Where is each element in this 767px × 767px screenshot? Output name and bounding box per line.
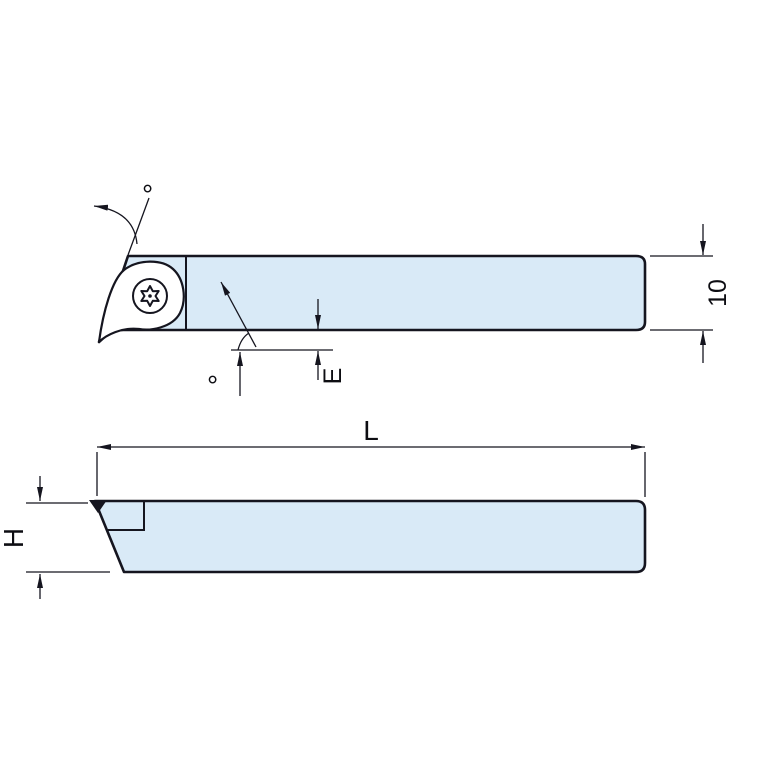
edge-angle-leader-line	[220, 281, 257, 348]
thickness-label: 10	[704, 279, 732, 307]
edge-angle-arc	[237, 332, 250, 351]
edge-angle-dimension: °	[207, 281, 333, 401]
thickness-dimension: 10	[650, 224, 732, 363]
lead-angle-arc	[93, 204, 138, 245]
top-view: ° ° E 10	[93, 179, 732, 401]
length-label: L	[363, 415, 379, 446]
tool-shank-side-view	[93, 499, 647, 574]
lead-angle-dimension: °	[93, 179, 153, 256]
torx-screw-icon	[132, 278, 168, 314]
tip-offset-dimension: E	[315, 299, 347, 385]
insert-tip-side-view	[89, 500, 107, 513]
side-view: L H	[0, 415, 647, 599]
pocket-step-line	[107, 502, 145, 531]
height-label: H	[0, 528, 29, 548]
tool-shank-top-view	[97, 254, 647, 344]
edge-angle-label: °	[207, 370, 218, 401]
height-dimension: H	[0, 476, 110, 599]
length-dimension: L	[96, 415, 646, 497]
lead-angle-extension-line	[127, 197, 150, 256]
tip-offset-label: E	[319, 368, 347, 385]
lead-angle-label: °	[142, 179, 153, 210]
